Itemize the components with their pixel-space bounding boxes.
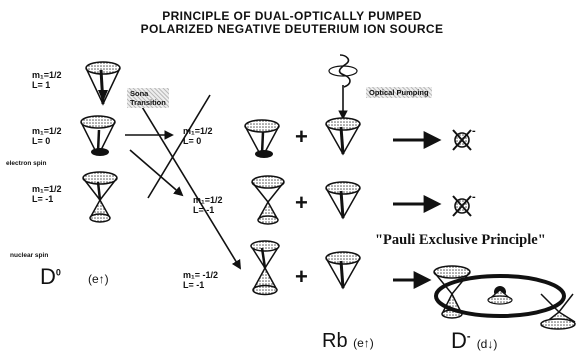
optical-pumping-label: Optical Pumping (366, 87, 432, 98)
blocked-dminus-icon-2 (452, 195, 472, 217)
cone-left-l0 (80, 115, 116, 156)
arrow-l0-to-l-1 (129, 149, 184, 197)
deuteron-core (487, 286, 513, 305)
diagram-title-line2: POLARIZED NEGATIVE DEUTERIUM ION SOURCE (140, 22, 444, 36)
cone-left-l1 (85, 61, 121, 106)
mid-state-1-l: L= 0 (183, 136, 202, 146)
blocked-sup-2: - (472, 191, 476, 203)
arrow-cross (147, 94, 211, 199)
cone-left-l-1 (82, 171, 118, 223)
plus-sign-2: + (295, 190, 308, 215)
blocked-dminus-icon-1 (452, 129, 472, 151)
cone-rb-1 (325, 117, 361, 156)
mid-state-3-l: L= -1 (183, 280, 205, 290)
plus-sign-1: + (295, 124, 308, 149)
left-state-3-mi: m₁=1/2 (32, 184, 62, 194)
mid-state-2-l: L= -1 (193, 205, 215, 215)
nuclear-spin-label: nuclear spin (10, 252, 49, 259)
pauli-principle-label: "Pauli Exclusive Principle" (375, 232, 546, 248)
cone-rb-2 (325, 181, 361, 220)
d0-spin: (e↑) (88, 272, 109, 286)
cone-dminus-right (540, 293, 576, 330)
mid-state-1-mi: m₁=1/2 (183, 126, 213, 136)
d0-label: D0 (40, 264, 61, 289)
cone-dminus-left (433, 265, 471, 319)
electron-spin-label: electron spin (6, 160, 47, 167)
left-state-3-l: L= -1 (32, 194, 54, 204)
rb-label: Rb (e↑) (322, 330, 374, 352)
blocked-sup-1: - (472, 125, 476, 137)
dminus-formation (433, 265, 576, 330)
diagram-title-line1: PRINCIPLE OF DUAL-OPTICALLY PUMPED (162, 9, 422, 23)
plus-sign-3: + (295, 264, 308, 289)
arrow-l1-to-minus-half (132, 91, 241, 270)
left-state-1-mi: m₁=1/2 (32, 70, 62, 80)
cone-mid-l-1 (251, 175, 285, 225)
left-state-1-l: L= 1 (32, 80, 51, 90)
cone-mid-l0 (244, 119, 280, 158)
cone-rb-3 (325, 251, 361, 290)
left-state-2-l: L= 0 (32, 136, 51, 146)
mid-state-3-mi: m₁= -1/2 (183, 270, 218, 280)
optical-pumping-light-icon (328, 54, 358, 120)
mid-state-2-mi: m₁=1/2 (193, 195, 223, 205)
dminus-label: D- (d↓) (451, 328, 498, 353)
cone-mid-minus-half (250, 240, 280, 296)
left-state-2-mi: m₁=1/2 (32, 126, 62, 136)
